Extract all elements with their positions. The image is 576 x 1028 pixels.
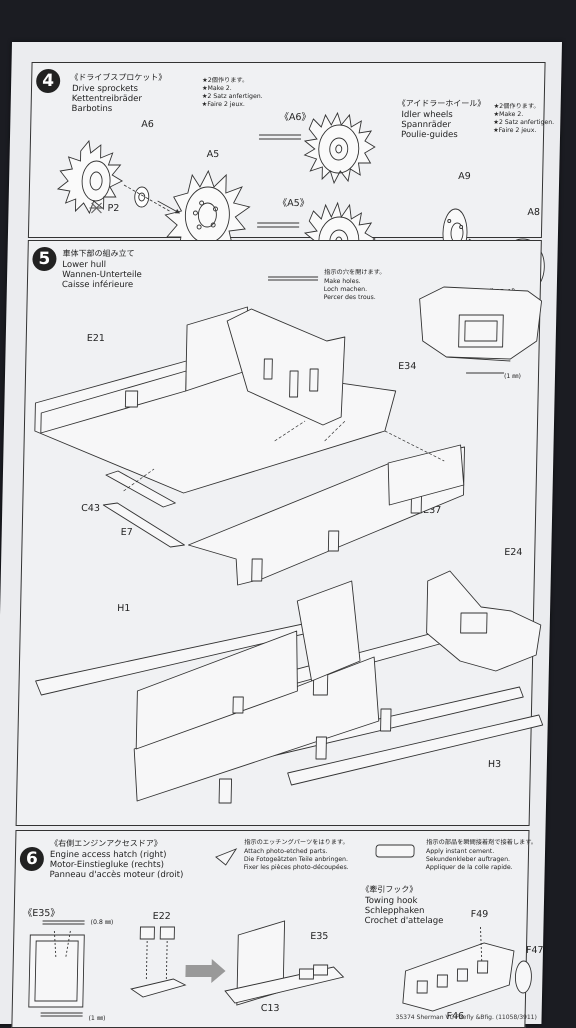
label-f47: F47 — [525, 945, 544, 956]
part-e24-detail-drawing — [419, 286, 543, 374]
sprocket-a6-drawing — [56, 139, 124, 215]
step-6-panel: 6 《右側エンジンアクセスドア》 Engine access hatch (ri… — [11, 830, 544, 1028]
step-6-drawing — [28, 844, 532, 1017]
step-5-panel: 5 車体下部の組み立て Lower hull Wannen-Unterteile… — [15, 240, 544, 826]
footer-code: 35374 Sherman VC Firefly &Bfig. (11058/3… — [395, 1014, 537, 1021]
etched-part-icon — [215, 848, 238, 866]
instruction-sheet: 4 《ドライブスプロケット》 Drive sprockets Kettentre… — [0, 42, 562, 1028]
step-4-panel: 4 《ドライブスプロケット》 Drive sprockets Kettentre… — [27, 62, 554, 296]
lower-hull-assembled-drawing — [35, 570, 544, 804]
arrow-icon — [185, 959, 226, 983]
towing-hook-drawing — [402, 926, 532, 1012]
sprocket-a6-detail-drawing — [258, 111, 376, 185]
part-e22-drawing — [130, 926, 187, 998]
hub-p2-drawing — [134, 186, 150, 208]
sprue-icon — [89, 202, 104, 214]
step-5-drawing — [34, 276, 544, 804]
part-e35-drawing — [28, 920, 85, 1017]
cement-icon — [375, 844, 415, 858]
lower-hull-exploded-drawing — [34, 306, 465, 586]
hatch-assembly-drawing — [224, 920, 345, 1006]
